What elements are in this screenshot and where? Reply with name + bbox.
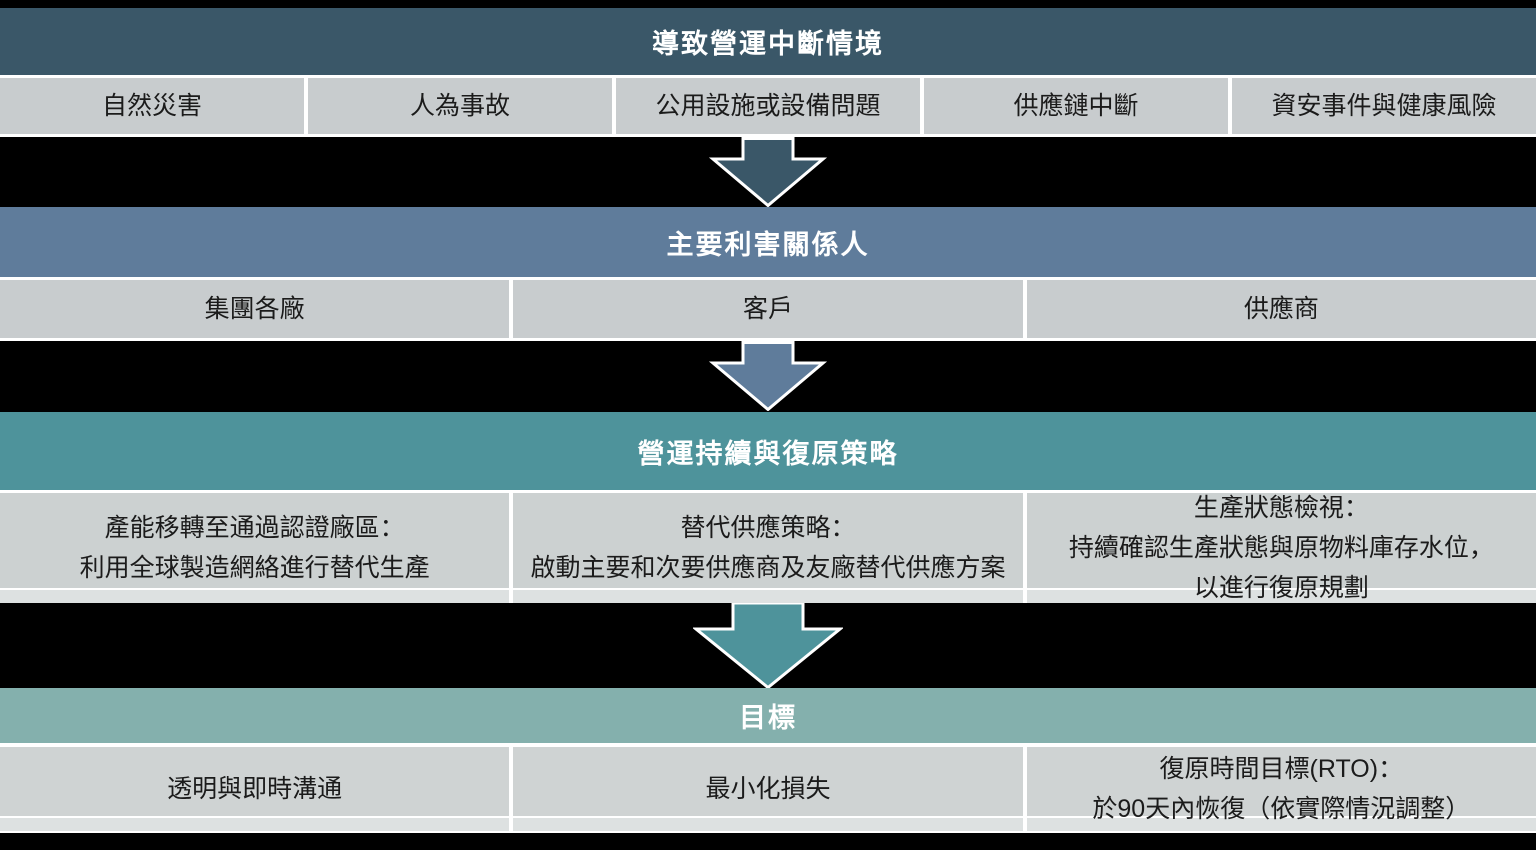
cell-text: 持續確認生產狀態與原物料庫存水位， bbox=[1068, 534, 1494, 562]
section-header-strategy: 營運持續與復原策略 bbox=[0, 412, 1536, 490]
section-disruption-scenarios: 導致營運中斷情境 自然災害 人為事故 公用設施或設備問題 供應鏈中斷 資安事件與… bbox=[0, 8, 1536, 137]
down-arrow-icon bbox=[693, 137, 843, 207]
cell-text: 利用全球製造網絡進行替代生產 bbox=[79, 554, 430, 582]
cell-text: 透明與即時溝通 bbox=[167, 775, 343, 803]
cell-text: 產能移轉至通過認證廠區： bbox=[104, 514, 405, 542]
cell-text: 人為事故 bbox=[409, 92, 510, 120]
down-arrow-icon bbox=[693, 341, 843, 411]
cell-text: 供應鏈中斷 bbox=[1013, 92, 1139, 120]
cell-minimize-loss: 最小化損失 bbox=[513, 747, 1023, 831]
cell-text: 自然災害 bbox=[101, 92, 202, 120]
cell-natural-disaster: 自然災害 bbox=[0, 78, 304, 134]
goal-cells-row: 透明與即時溝通 最小化損失 復原時間目標(RTO)： 於90天內恢復（依實際情況… bbox=[0, 743, 1536, 833]
section-key-stakeholders: 主要利害關係人 集團各廠 客戶 供應商 bbox=[0, 207, 1536, 341]
cell-text: 公用設施或設備問題 bbox=[655, 92, 881, 120]
cell-text: 最小化損失 bbox=[705, 775, 831, 803]
stakeholder-cells-row: 集團各廠 客戶 供應商 bbox=[0, 277, 1536, 341]
cell-customers: 客戶 bbox=[513, 280, 1023, 338]
cell-text: 集團各廠 bbox=[204, 295, 305, 323]
cell-text: 啟動主要和次要供應商及友廠替代供應方案 bbox=[530, 554, 1006, 582]
cell-text: 替代供應策略： bbox=[680, 514, 856, 542]
disruption-cells-row: 自然災害 人為事故 公用設施或設備問題 供應鏈中斷 資安事件與健康風險 bbox=[0, 75, 1536, 137]
section-header-disruption: 導致營運中斷情境 bbox=[0, 8, 1536, 75]
section-goals: 目標 透明與即時溝通 最小化損失 復原時間目標(RTO)： 於90天內恢復（依實… bbox=[0, 688, 1536, 833]
cell-supply-chain-disruption: 供應鏈中斷 bbox=[924, 78, 1228, 134]
cell-group-factories: 集團各廠 bbox=[0, 280, 510, 338]
down-arrow-icon bbox=[693, 603, 843, 689]
section-header-stakeholders: 主要利害關係人 bbox=[0, 207, 1536, 277]
cell-text: 供應商 bbox=[1243, 295, 1319, 323]
cell-text: 資安事件與健康風險 bbox=[1271, 92, 1497, 120]
cell-text: 生產狀態檢視： bbox=[1193, 494, 1369, 522]
cell-human-error: 人為事故 bbox=[308, 78, 612, 134]
cell-capacity-transfer: 產能移轉至通過認證廠區： 利用全球製造網絡進行替代生產 bbox=[0, 493, 510, 603]
cell-cybersecurity-health-risk: 資安事件與健康風險 bbox=[1232, 78, 1536, 134]
cell-text: 復原時間目標(RTO)： bbox=[1159, 755, 1404, 783]
section-header-goals: 目標 bbox=[0, 688, 1536, 743]
cell-transparent-communication: 透明與即時溝通 bbox=[0, 747, 510, 831]
cell-utility-equipment-issue: 公用設施或設備問題 bbox=[616, 78, 920, 134]
cell-production-status-review: 生產狀態檢視： 持續確認生產狀態與原物料庫存水位， 以進行復原規劃 bbox=[1026, 493, 1536, 603]
cell-recovery-time-objective: 復原時間目標(RTO)： 於90天內恢復（依實際情況調整） bbox=[1026, 747, 1536, 831]
cell-suppliers: 供應商 bbox=[1026, 280, 1536, 338]
strategy-cells-row: 產能移轉至通過認證廠區： 利用全球製造網絡進行替代生產 替代供應策略： 啟動主要… bbox=[0, 490, 1536, 603]
cell-text: 以進行復原規劃 bbox=[1193, 574, 1369, 602]
cell-text: 於90天內恢復（依實際情況調整） bbox=[1092, 795, 1471, 823]
cell-alternative-supply: 替代供應策略： 啟動主要和次要供應商及友廠替代供應方案 bbox=[513, 493, 1023, 603]
cell-text: 客戶 bbox=[742, 295, 793, 323]
section-continuity-recovery-strategy: 營運持續與復原策略 產能移轉至通過認證廠區： 利用全球製造網絡進行替代生產 替代… bbox=[0, 412, 1536, 603]
